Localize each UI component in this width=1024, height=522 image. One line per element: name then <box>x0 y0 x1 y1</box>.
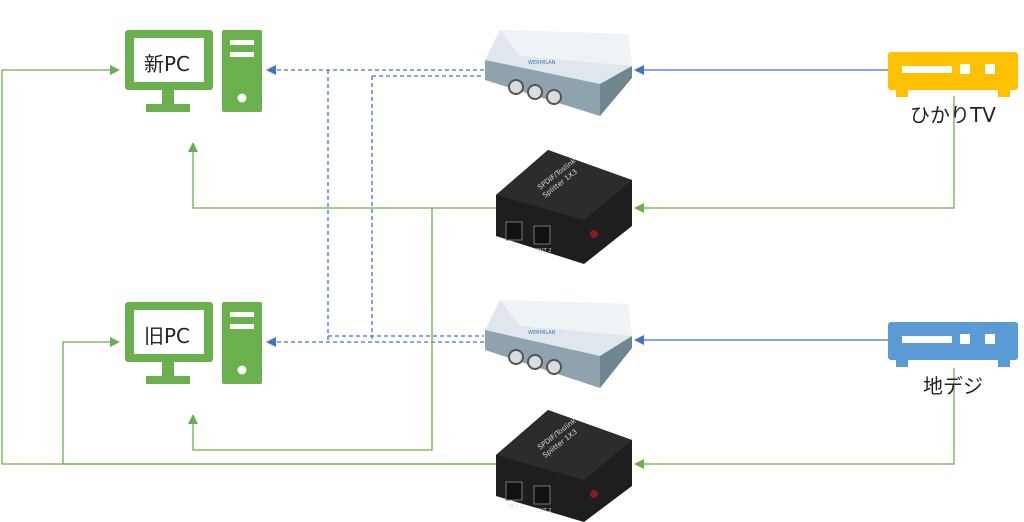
splitter2-to-new-pc-line <box>1 65 496 465</box>
hikari-tv-label: ひかりTV <box>910 103 996 127</box>
svg-text:OUT 1: OUT 1 <box>508 504 523 510</box>
hikari-tv-box-icon <box>888 52 1018 97</box>
chideji-label: 地デジ <box>923 374 983 398</box>
hikari-to-splitter-line <box>634 96 955 213</box>
svg-text:WERMILAN: WERMILAN <box>528 330 556 336</box>
optical-splitter-top: SPDIF/Toslink Splitter 1X3 OUT 1 OUT 2 <box>496 150 632 264</box>
splitter-to-old-pc-line <box>188 208 433 451</box>
optical-wiring <box>1 65 955 469</box>
new-pc-label: 新PC <box>142 48 193 77</box>
chideji-box-icon <box>888 322 1018 367</box>
old-pc-label: 旧PC <box>142 320 193 349</box>
svg-text:OUT 2: OUT 2 <box>536 248 551 254</box>
splitter2-to-old-pc-line <box>62 337 496 465</box>
svg-text:OUT 1: OUT 1 <box>508 244 523 250</box>
svg-text:OUT 2: OUT 2 <box>536 508 551 514</box>
hdmi-switch-top: WERMILAN <box>485 30 632 116</box>
hdmi-wiring <box>266 65 888 347</box>
chideji-to-splitter-line <box>634 368 955 469</box>
optical-splitter-bottom: SPDIF/Toslink Splitter 1X3 OUT 1 OUT 2 <box>496 410 632 522</box>
hdmi-switch-bottom: WERMILAN <box>485 300 632 388</box>
splitter-to-new-pc-line <box>188 142 496 209</box>
svg-text:WERMILAN: WERMILAN <box>528 60 556 66</box>
